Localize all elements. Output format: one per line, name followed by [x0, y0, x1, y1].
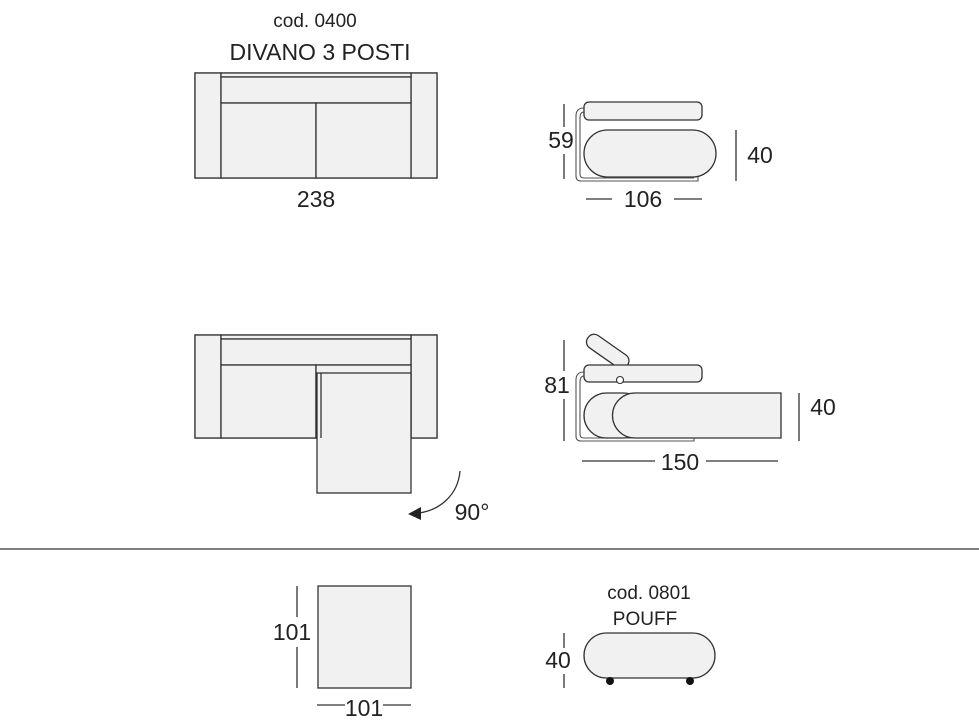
sofa-seat-height-dimension: 40	[747, 142, 773, 168]
extended-mattress	[611, 392, 782, 439]
pouf-width-dimension: 101	[345, 695, 383, 721]
headrest-hinge	[615, 375, 625, 385]
pouf-name-title: POUFF	[613, 609, 677, 630]
side-seat-cushion	[583, 129, 717, 178]
bed-length-dimension: 150	[661, 449, 699, 475]
pouf-code-label: cod. 0801	[607, 583, 690, 604]
pulled-out-chaise	[316, 372, 412, 494]
seat-cushion-left	[220, 102, 317, 179]
bed-seat-height-dimension: 40	[810, 394, 836, 420]
pouf-height-dimension: 40	[545, 647, 571, 673]
side-frame-inner	[579, 111, 694, 179]
pouf-depth-dimension: 101	[273, 619, 311, 645]
pouf-top-view	[296, 585, 412, 706]
sofa-bed-top-view	[194, 334, 438, 494]
pouf-cushion	[583, 632, 716, 679]
sofa-depth-dimension: 106	[624, 186, 662, 212]
pouf-top-square	[317, 585, 412, 689]
seat-cushion-right	[315, 102, 412, 179]
bed-left-armrest	[194, 334, 222, 439]
side-back-cushion	[583, 101, 703, 121]
bed-side-frame-outer	[575, 371, 695, 442]
side-frame-outer	[575, 107, 699, 182]
back-cushion	[220, 76, 412, 104]
left-armrest	[194, 72, 222, 179]
sofa-name-title: DIVANO 3 POSTI	[229, 39, 410, 65]
bed-right-armrest	[410, 334, 438, 439]
bed-back-cushion	[220, 338, 412, 366]
sofa-side-view	[563, 101, 737, 200]
pouf-side-view	[563, 632, 716, 688]
bed-height-dimension: 81	[544, 372, 570, 398]
sofa-width-dimension: 238	[297, 186, 335, 212]
pouf-leg-right	[686, 677, 694, 685]
pouf-leg-left	[606, 677, 614, 685]
sofa-code-label: cod. 0400	[273, 11, 356, 32]
bed-seat-cushion-left	[220, 364, 317, 439]
rotation-label: 90°	[455, 499, 490, 525]
bed-side-frame-inner	[579, 375, 690, 439]
right-armrest	[410, 72, 438, 179]
sofa-height-dimension: 59	[548, 127, 574, 153]
rotation-arrow	[408, 470, 461, 520]
rotation-arrow-curve	[418, 470, 461, 514]
sofa-bed-side-view	[563, 333, 800, 462]
rotation-arrow-head	[408, 507, 421, 520]
sofa-top-view	[194, 72, 438, 179]
bed-side-back-cushion	[583, 364, 703, 383]
